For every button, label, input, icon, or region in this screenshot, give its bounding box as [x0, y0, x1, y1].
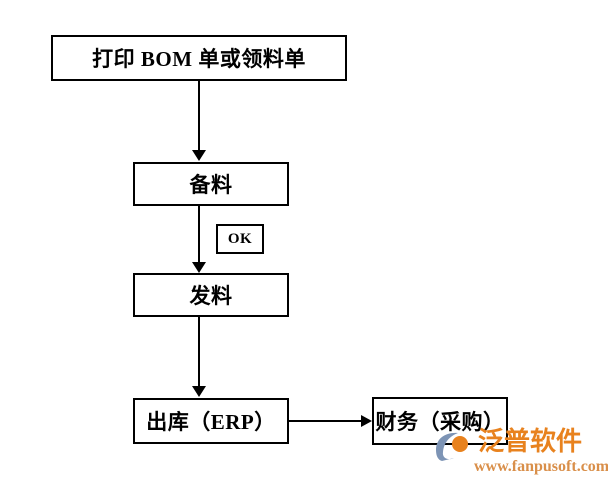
node-prepare-material[interactable]: 备料	[133, 162, 289, 206]
edge-print-to-prepare-line	[198, 81, 200, 151]
edge-issue-to-outbound-arrowhead	[192, 386, 206, 397]
edge-prepare-to-issue-arrowhead	[192, 262, 206, 273]
edge-issue-to-outbound-line	[198, 317, 200, 387]
node-outbound-erp[interactable]: 出库（ERP）	[133, 398, 289, 444]
node-issue-material[interactable]: 发料	[133, 273, 289, 317]
node-ok-label[interactable]: OK	[216, 224, 264, 254]
node-ok-label-text: OK	[227, 230, 253, 247]
node-finance-purchase-label: 财务（采购）	[375, 410, 505, 434]
watermark-url: www.fanpusoft.com	[474, 458, 608, 475]
edge-prepare-to-issue-line	[198, 206, 200, 266]
node-finance-purchase[interactable]: 财务（采购）	[372, 397, 508, 445]
node-prepare-material-label: 备料	[189, 173, 233, 197]
node-print-bom-label: 打印 BOM 单或领料单	[92, 47, 306, 71]
node-outbound-erp-label: 出库（ERP）	[146, 410, 276, 434]
node-issue-material-label: 发料	[189, 284, 233, 308]
edge-outbound-to-finance-arrowhead	[361, 415, 372, 427]
edge-print-to-prepare-arrowhead	[192, 150, 206, 161]
node-print-bom[interactable]: 打印 BOM 单或领料单	[51, 35, 347, 81]
edge-outbound-to-finance-line	[289, 420, 363, 422]
